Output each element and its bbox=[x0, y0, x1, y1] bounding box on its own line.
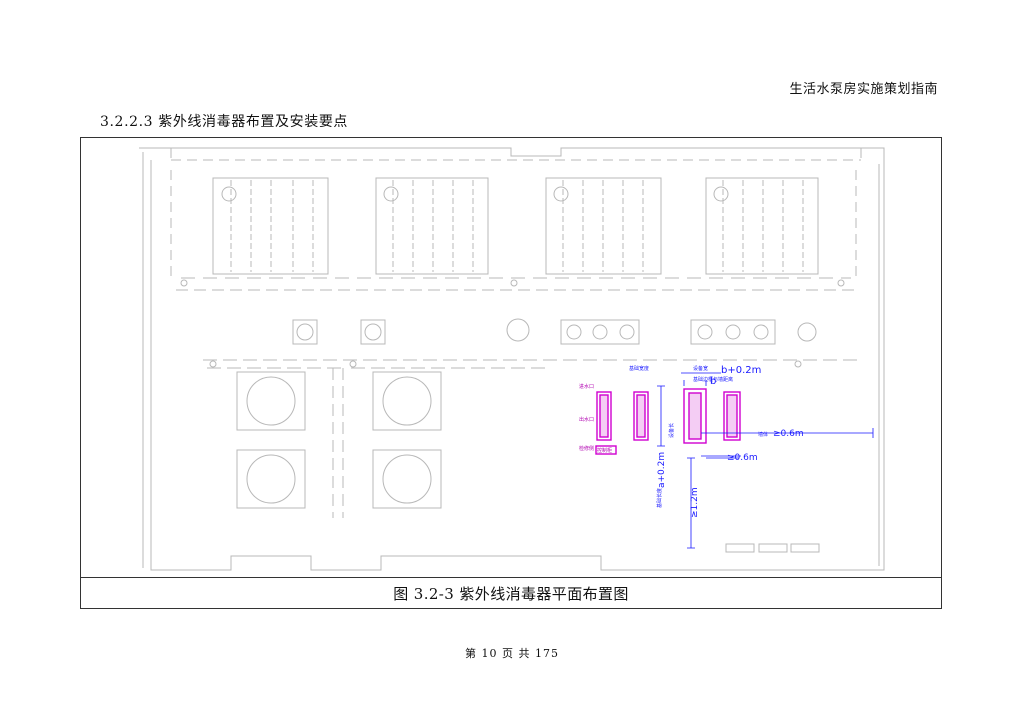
label-drain: 检修侧 bbox=[579, 445, 594, 452]
uv-unit-2 bbox=[633, 391, 649, 441]
section-heading: 3.2.2.3 紫外线消毒器布置及安装要点 bbox=[100, 114, 349, 130]
uv-unit-4 bbox=[723, 391, 741, 441]
tank-group-2 bbox=[375, 177, 489, 275]
tank-group-4 bbox=[705, 177, 819, 275]
figure-caption: 图 3.2-3 紫外线消毒器平面布置图 bbox=[81, 577, 941, 608]
uv-unit-1 bbox=[596, 391, 612, 441]
dim-b: b bbox=[710, 376, 716, 387]
dim-a-plus: a+0.2m bbox=[657, 452, 667, 488]
uv-unit-3 bbox=[683, 388, 707, 444]
dim-side-clearance: ≥0.6m bbox=[727, 453, 758, 463]
dim-b-plus: b+0.2m bbox=[721, 365, 761, 376]
label-inlet: 进水口 bbox=[579, 383, 594, 390]
label-wall: 墙体 bbox=[758, 431, 768, 438]
dim-c-clearance: ≥1.2m bbox=[690, 487, 700, 518]
uv-disinfector-group bbox=[595, 388, 741, 455]
floor-plan-drawing: 进水口 出水口 检修侧 控制柜 b+0.2m b 基础宽度 设备宽 基础边框与墙… bbox=[139, 147, 885, 571]
tank-group-3 bbox=[545, 177, 662, 275]
page-footer: 第 10 页 共 175 bbox=[465, 647, 559, 660]
label-frame-distance: 基础边框与墙距离 bbox=[693, 376, 733, 383]
tank-group-1 bbox=[212, 177, 329, 275]
label-base-length: 基础长度 bbox=[656, 488, 663, 508]
label-device-width: 设备宽 bbox=[693, 365, 708, 372]
label-control: 控制柜 bbox=[597, 447, 612, 454]
label-device-length: 设备长 bbox=[668, 423, 675, 438]
label-base-width: 基础宽度 bbox=[629, 365, 649, 372]
label-outlet: 出水口 bbox=[579, 416, 594, 423]
figure-frame: 进水口 出水口 检修侧 控制柜 b+0.2m b 基础宽度 设备宽 基础边框与墙… bbox=[80, 137, 942, 609]
dimension-lines bbox=[657, 372, 874, 549]
dim-wall-clearance: ≥0.6m bbox=[773, 429, 804, 439]
document-header-title: 生活水泵房实施策划指南 bbox=[789, 82, 938, 97]
